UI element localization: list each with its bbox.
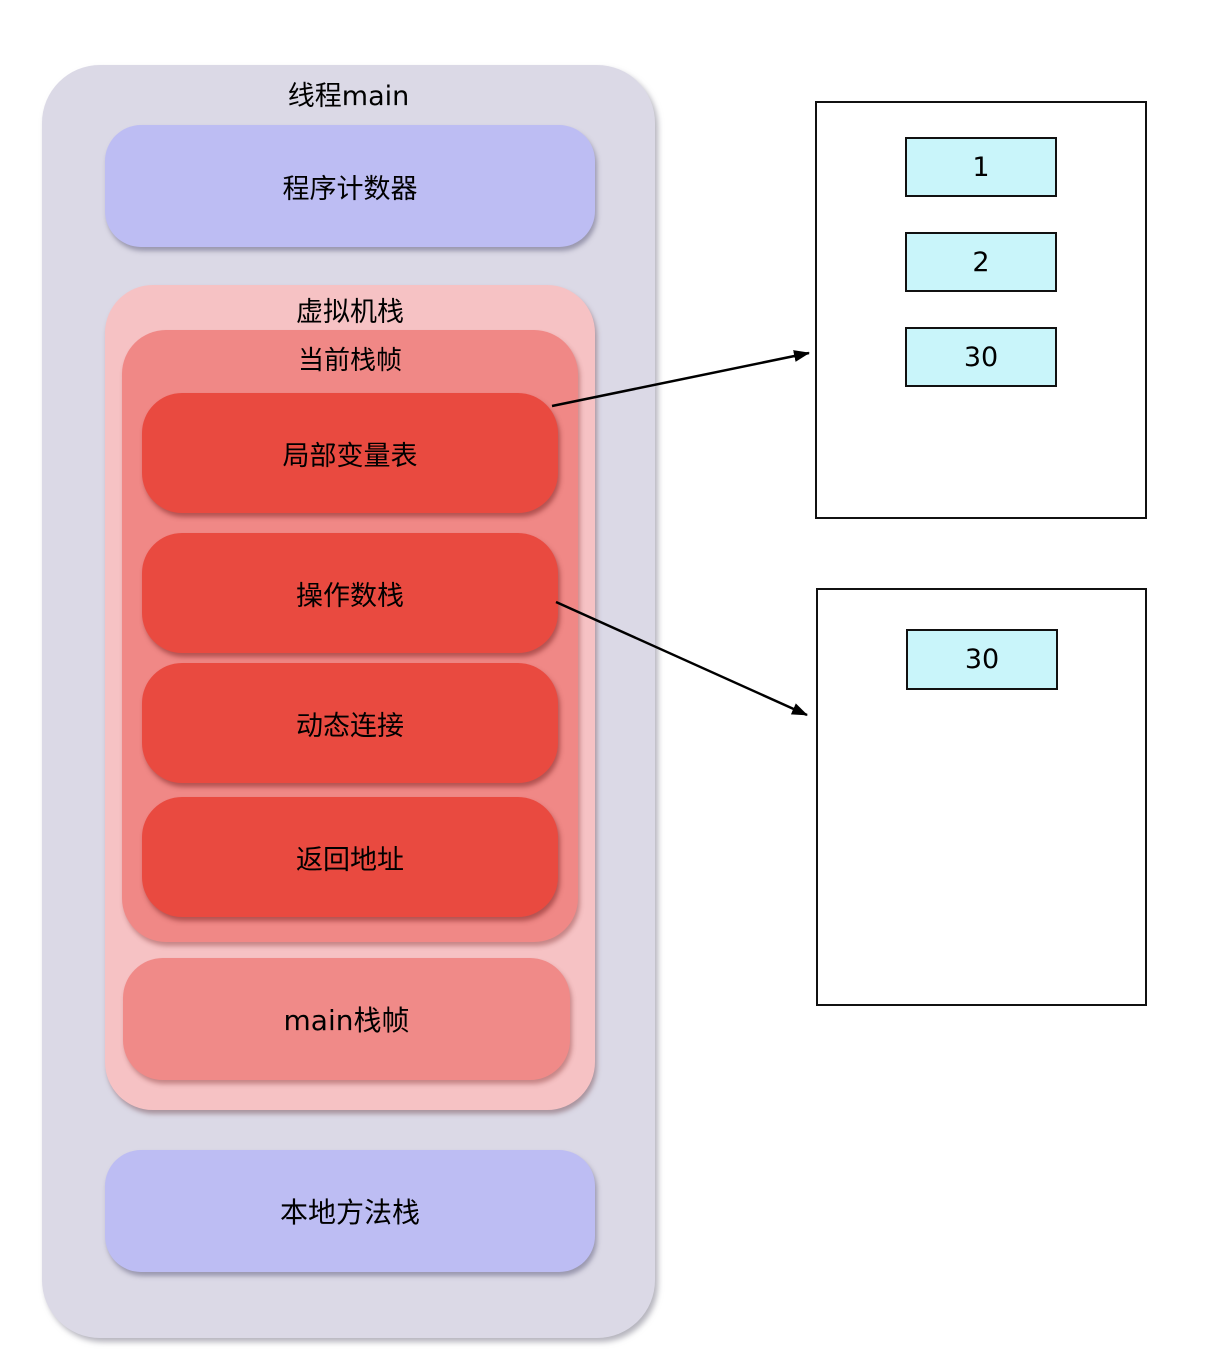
dynamic-link-label: 动态连接 [296, 710, 404, 742]
main-stack-frame-box: main栈帧 [123, 958, 570, 1080]
main-stack-frame-label: main栈帧 [283, 1004, 410, 1037]
thread-main-container: 线程main 程序计数器 虚拟机栈 当前栈帧 局部变量表 操作数栈 动态连接 [42, 65, 655, 1338]
vm-stack-container: 虚拟机栈 当前栈帧 局部变量表 操作数栈 动态连接 返回地址 mai [105, 285, 595, 1110]
vm-stack-title: 虚拟机栈 [296, 297, 404, 328]
lvt-cell-2: 2 [905, 232, 1057, 292]
current-stack-frame-container: 当前栈帧 局部变量表 操作数栈 动态连接 返回地址 [122, 330, 578, 942]
local-variable-table-panel: 1 2 30 [815, 101, 1147, 519]
operand-stack-box: 操作数栈 [142, 533, 558, 653]
local-variable-table-label: 局部变量表 [282, 440, 418, 472]
operand-stack-panel: 30 [816, 588, 1147, 1006]
return-address-box: 返回地址 [142, 797, 558, 917]
lvt-cell-30: 30 [905, 327, 1057, 387]
program-counter-box: 程序计数器 [105, 125, 595, 247]
dynamic-link-box: 动态连接 [142, 663, 558, 783]
native-method-stack-label: 本地方法栈 [279, 1196, 420, 1229]
local-variable-table-box: 局部变量表 [142, 393, 558, 513]
thread-main-title: 线程main [287, 81, 410, 112]
current-stack-frame-title: 当前栈帧 [297, 346, 402, 376]
lvt-cell-1: 1 [905, 137, 1057, 197]
native-method-stack-box: 本地方法栈 [105, 1150, 595, 1272]
return-address-label: 返回地址 [296, 844, 404, 876]
program-counter-label: 程序计数器 [282, 173, 418, 205]
os-cell-30: 30 [906, 629, 1058, 690]
operand-stack-label: 操作数栈 [296, 580, 404, 612]
